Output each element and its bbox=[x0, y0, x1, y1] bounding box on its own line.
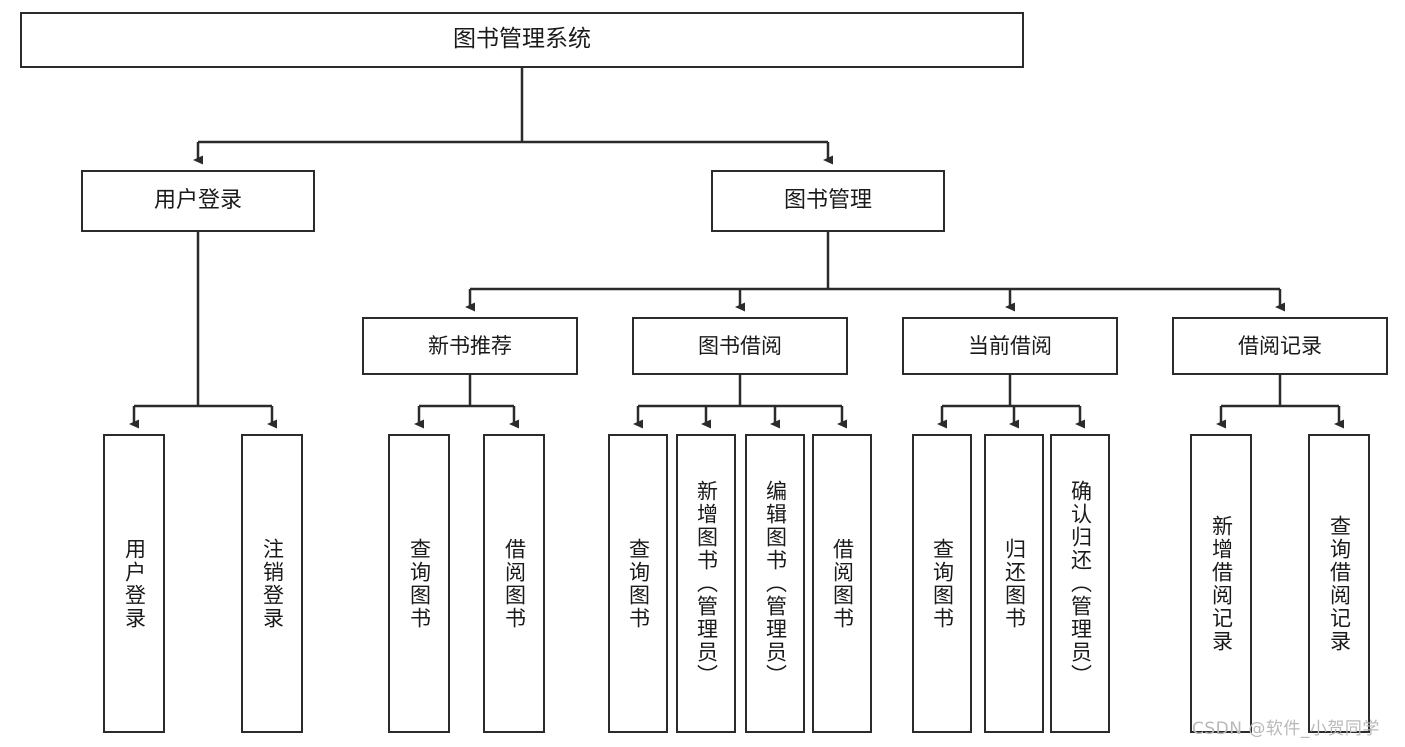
node-l-b1[interactable]: 借阅图书 bbox=[483, 434, 545, 733]
node-current[interactable]: 当前借阅 bbox=[902, 317, 1118, 375]
node-l-addrec[interactable]: 新增借阅记录 bbox=[1190, 434, 1252, 733]
node-label: 新增借阅记录 bbox=[1209, 514, 1234, 653]
node-label: 借阅图书 bbox=[502, 537, 527, 630]
node-l-return[interactable]: 归还图书 bbox=[984, 434, 1044, 733]
node-label: 注销登录 bbox=[260, 537, 285, 630]
node-label: 当前借阅 bbox=[968, 333, 1052, 358]
node-login[interactable]: 用户登录 bbox=[81, 170, 315, 232]
node-l-q3[interactable]: 查询图书 bbox=[912, 434, 972, 733]
node-label: 归还图书 bbox=[1002, 537, 1027, 630]
node-label: 借阅图书 bbox=[830, 537, 855, 630]
node-l-qrec[interactable]: 查询借阅记录 bbox=[1308, 434, 1370, 733]
node-label: 用户登录 bbox=[153, 188, 242, 214]
node-l-logout[interactable]: 注销登录 bbox=[241, 434, 303, 733]
node-root[interactable]: 图书管理系统 bbox=[20, 12, 1024, 68]
node-l-edit[interactable]: 编辑图书（管理员） bbox=[745, 434, 805, 733]
node-label: 新书推荐 bbox=[428, 333, 512, 358]
node-label: 查询图书 bbox=[407, 537, 432, 630]
node-l-login[interactable]: 用户登录 bbox=[103, 434, 165, 733]
node-label: 查询图书 bbox=[930, 537, 955, 630]
node-label: 图书管理 bbox=[783, 188, 872, 214]
node-label: 编辑图书（管理员） bbox=[763, 480, 788, 687]
node-bookmgmt[interactable]: 图书管理 bbox=[711, 170, 945, 232]
node-label: 用户登录 bbox=[122, 537, 147, 630]
csdn-watermark: CSDN @软件_小贺同学 bbox=[1192, 719, 1380, 739]
node-label: 查询图书 bbox=[626, 537, 651, 630]
node-l-q2[interactable]: 查询图书 bbox=[608, 434, 668, 733]
node-label: 图书管理系统 bbox=[453, 26, 591, 53]
node-label: 查询借阅记录 bbox=[1327, 514, 1352, 653]
node-newbook[interactable]: 新书推荐 bbox=[362, 317, 578, 375]
node-l-add[interactable]: 新增图书（管理员） bbox=[676, 434, 736, 733]
node-label: 图书借阅 bbox=[698, 333, 782, 358]
node-borrow[interactable]: 图书借阅 bbox=[632, 317, 848, 375]
node-l-confirm[interactable]: 确认归还（管理员） bbox=[1050, 434, 1110, 733]
node-l-b2[interactable]: 借阅图书 bbox=[812, 434, 872, 733]
node-l-q1[interactable]: 查询图书 bbox=[388, 434, 450, 733]
node-label: 借阅记录 bbox=[1238, 333, 1322, 358]
node-record[interactable]: 借阅记录 bbox=[1172, 317, 1388, 375]
node-label: 确认归还（管理员） bbox=[1068, 480, 1093, 687]
node-label: 新增图书（管理员） bbox=[694, 480, 719, 687]
